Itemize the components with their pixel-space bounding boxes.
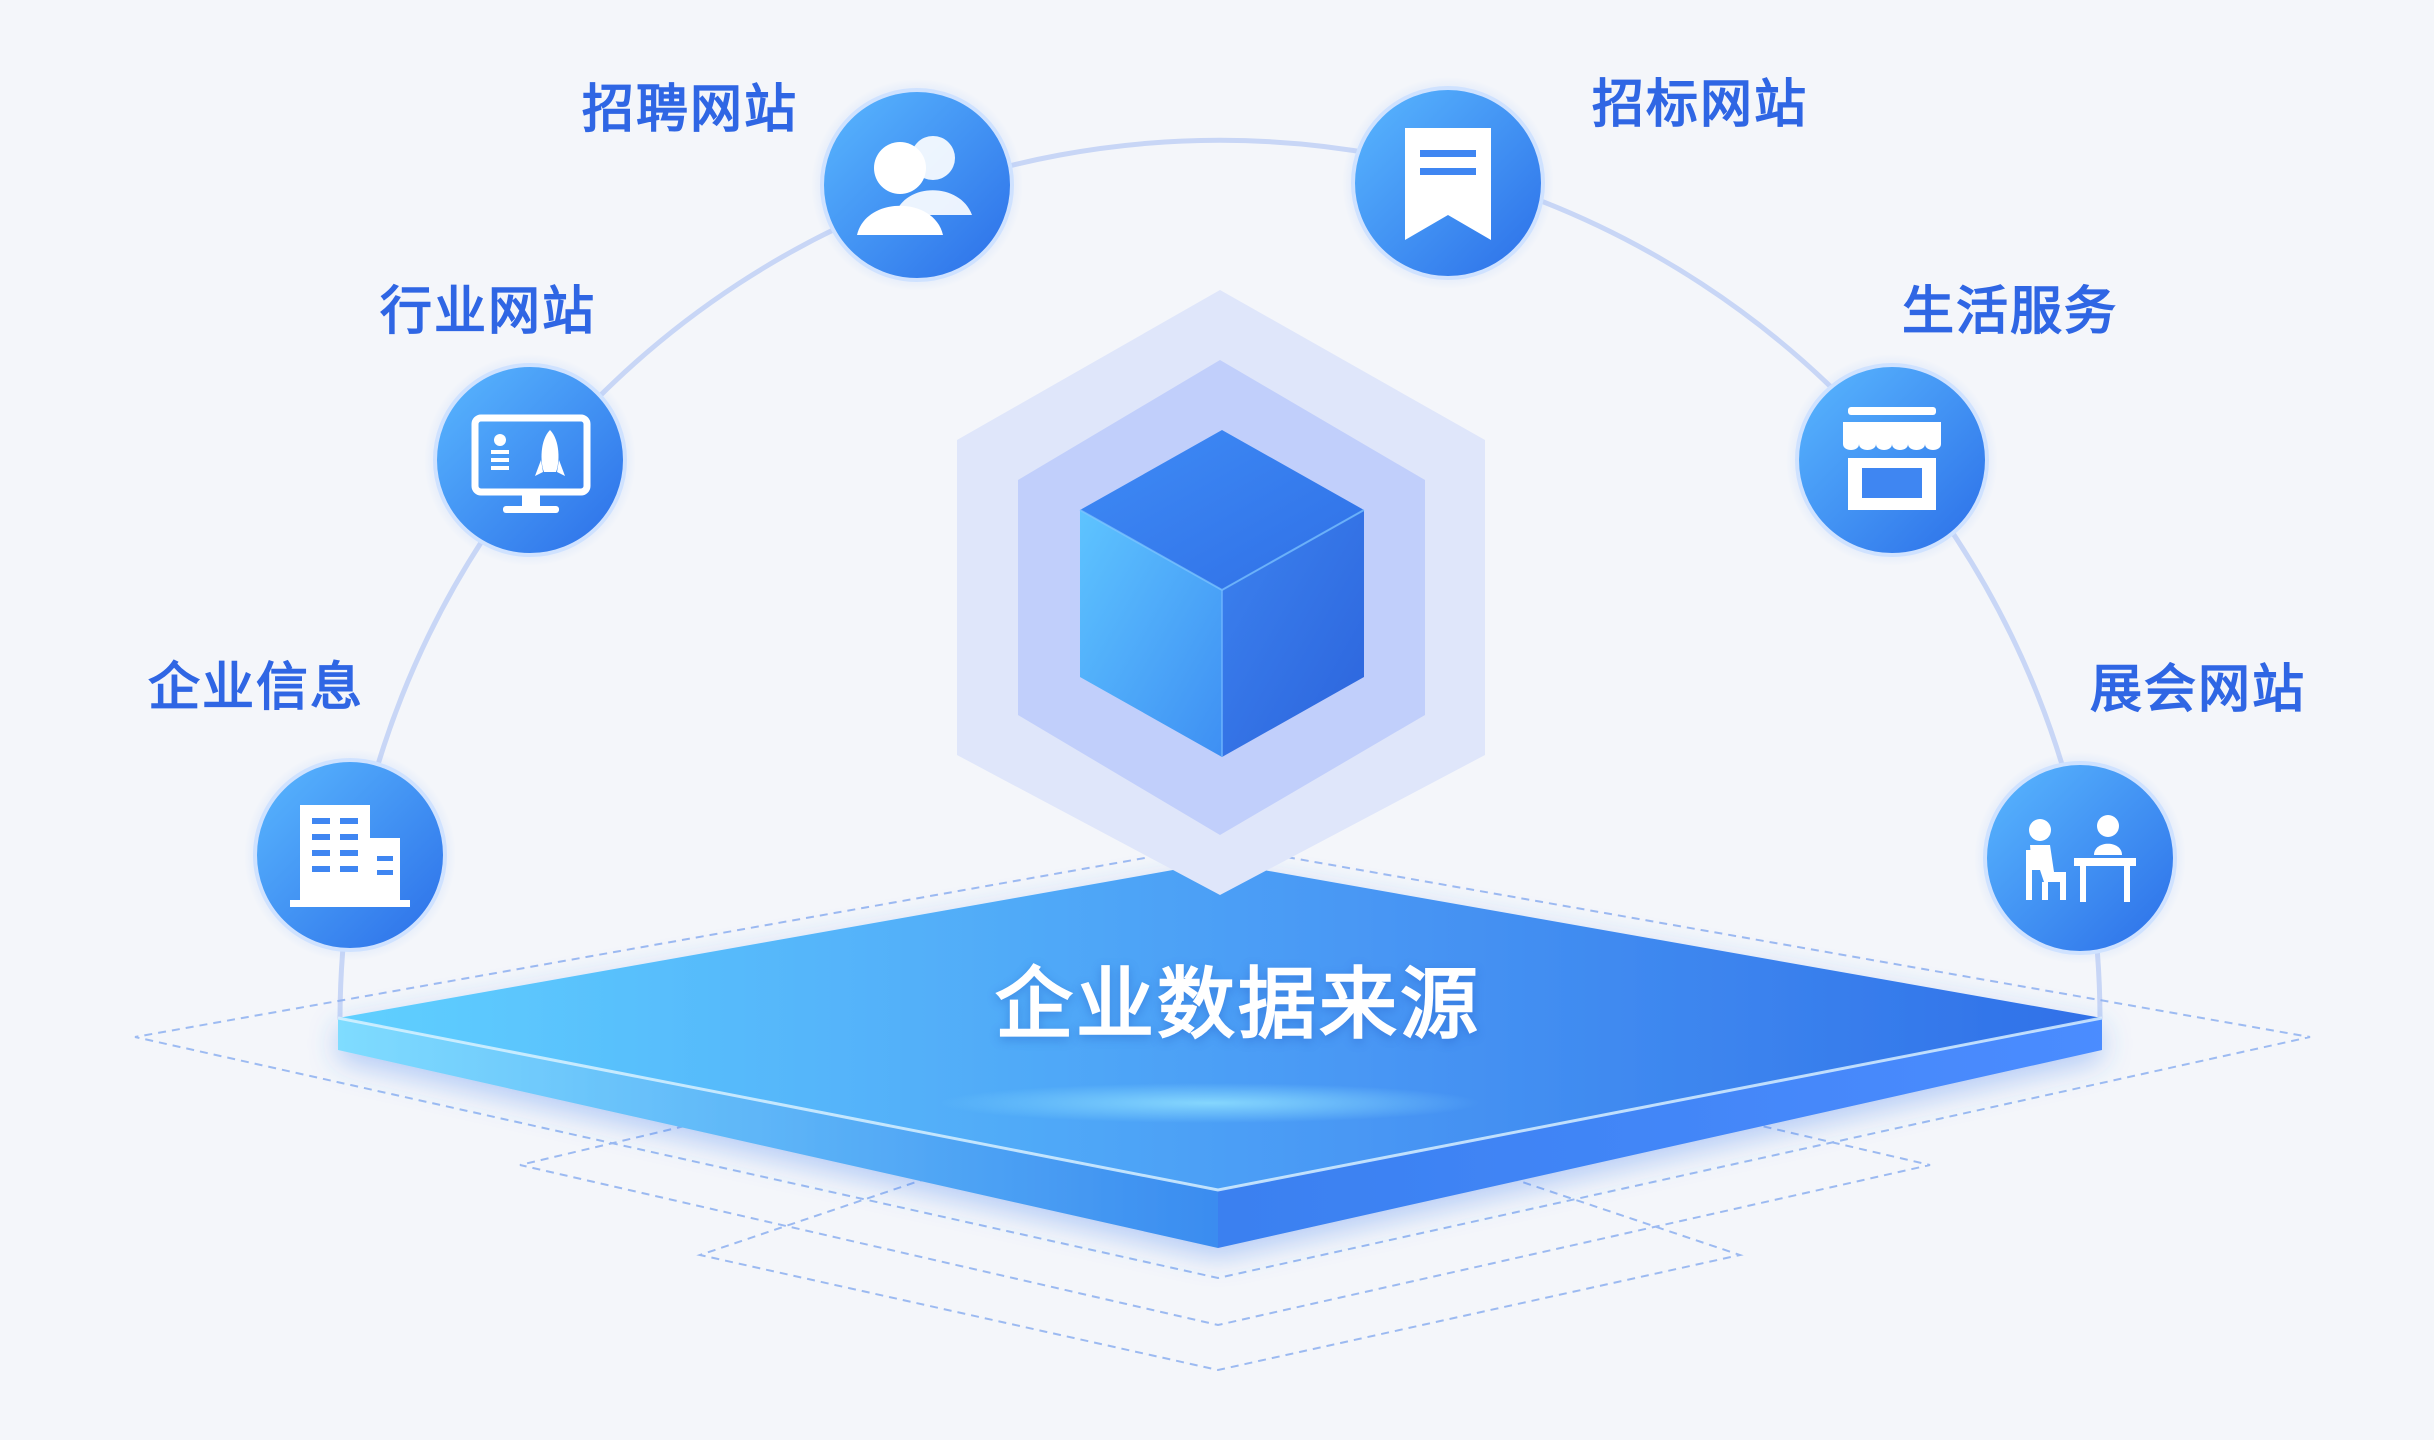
center-title: 企业数据来源 xyxy=(995,960,1482,1050)
node-expo[interactable] xyxy=(1974,752,2186,964)
node-bidding[interactable] xyxy=(1342,77,1554,289)
users-icon xyxy=(857,136,972,235)
meeting-desk-icon xyxy=(2026,815,2136,902)
cube-right xyxy=(1222,510,1364,757)
node-recruit[interactable] xyxy=(811,79,1023,291)
platform xyxy=(337,862,2103,1248)
building-icon xyxy=(290,805,410,907)
node-circle xyxy=(433,363,627,557)
label-enterprise: 企业信息 xyxy=(148,658,365,718)
node-industry[interactable] xyxy=(424,354,636,566)
storefront-icon xyxy=(1843,407,1941,510)
bookmark-document-icon xyxy=(1405,128,1491,240)
platform-glow xyxy=(940,1083,1480,1123)
platform-left-edge xyxy=(338,1018,1218,1248)
data-cube xyxy=(1079,430,1365,757)
node-enterprise[interactable] xyxy=(244,749,456,961)
label-expo: 展会网站 xyxy=(2090,660,2307,720)
platform-top xyxy=(338,862,2102,1190)
label-life: 生活服务 xyxy=(1902,282,2119,342)
connection-arc xyxy=(337,137,2103,1021)
platform-right-edge xyxy=(1218,1018,2102,1248)
platform-edge-highlight xyxy=(337,1016,2103,1192)
label-recruit: 招聘网站 xyxy=(582,80,799,140)
cube-left xyxy=(1080,510,1222,757)
label-bidding: 招标网站 xyxy=(1592,75,1809,135)
label-industry: 行业网站 xyxy=(380,282,597,342)
floor-outline-inner xyxy=(696,1078,1744,1372)
monitor-rocket-icon xyxy=(471,414,591,513)
floor-outline-outer xyxy=(134,843,2311,1280)
node-life[interactable] xyxy=(1786,354,1998,566)
